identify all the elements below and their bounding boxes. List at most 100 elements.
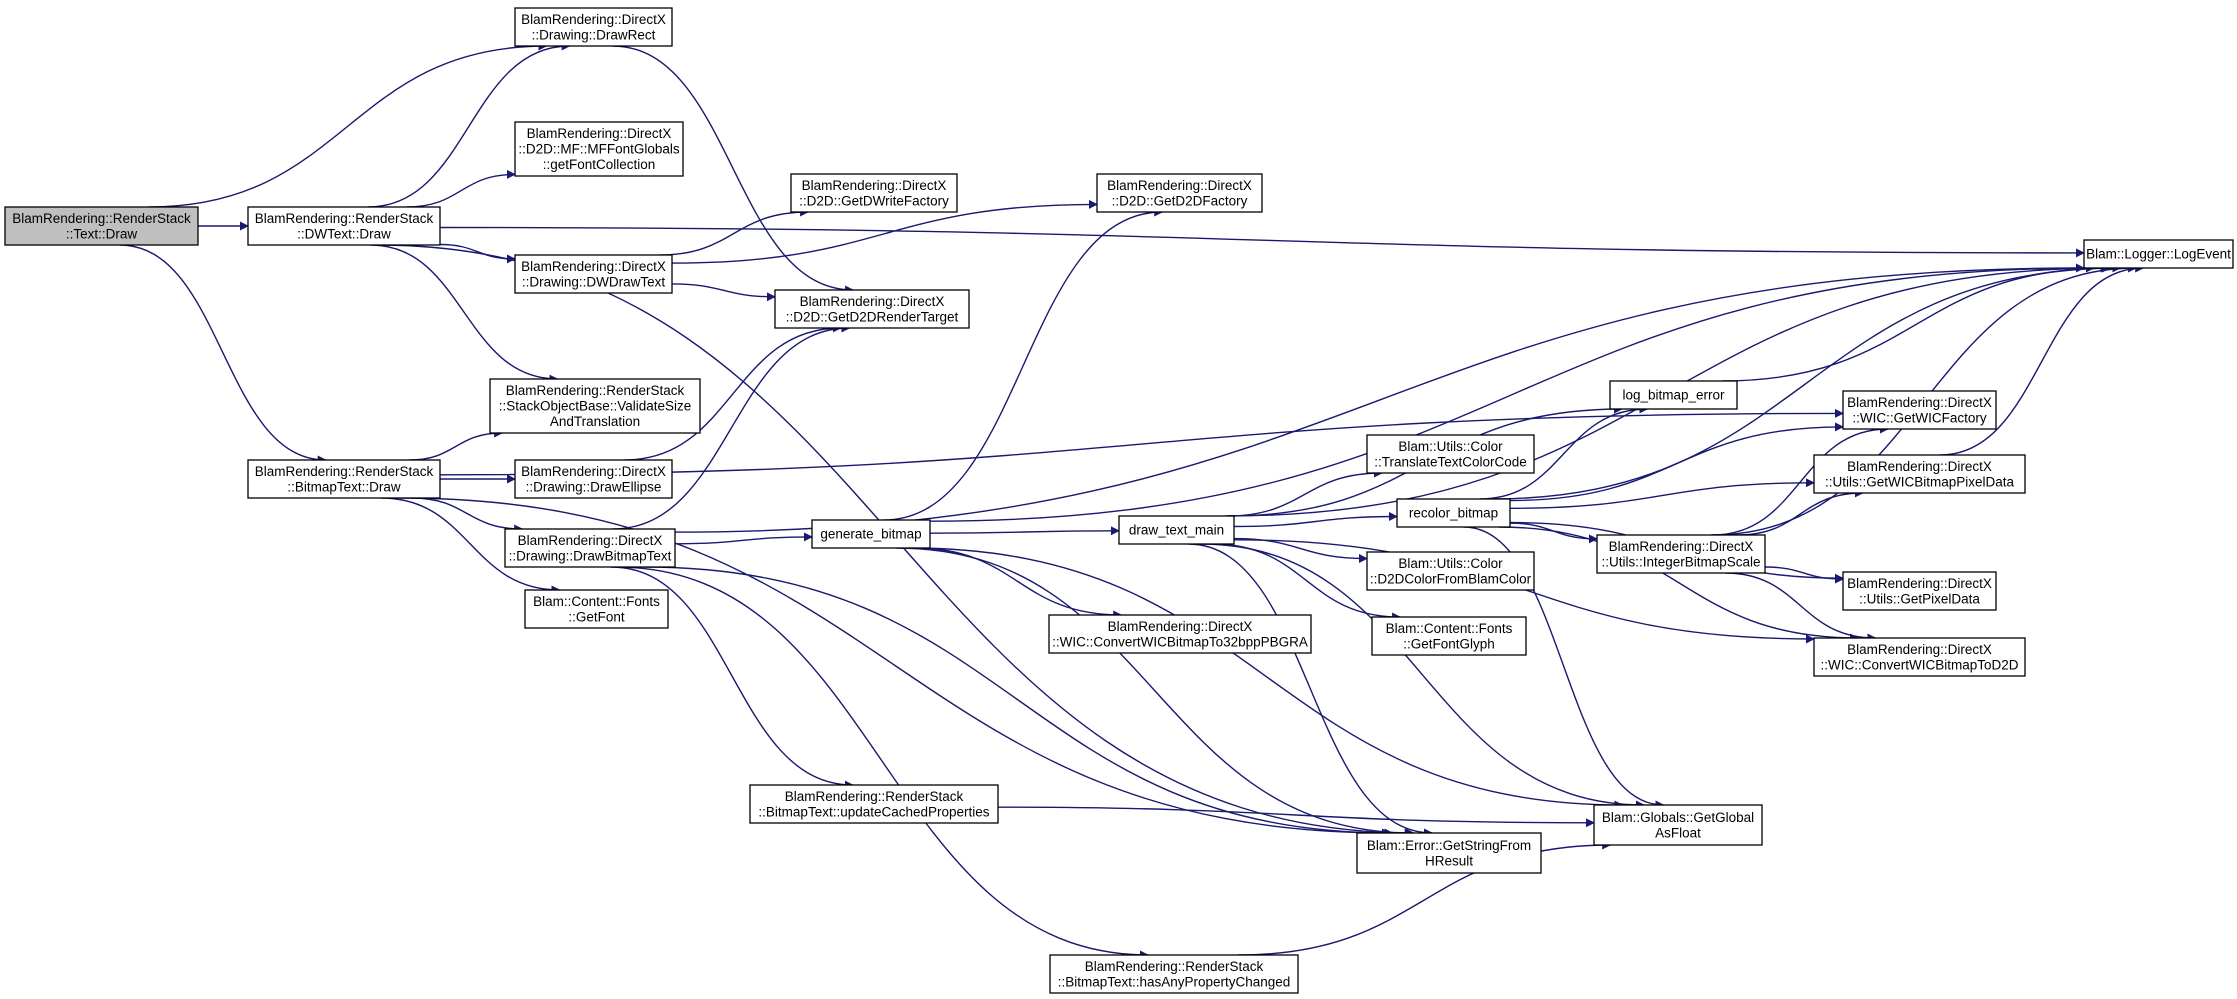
node-box — [514, 254, 673, 294]
node-log-bitmap-error[interactable]: log_bitmap_error — [1609, 380, 1738, 410]
node-d2d-color[interactable]: Blam::Utils::Color::D2DColorFromBlamColo… — [1366, 551, 1535, 591]
node-validate-size[interactable]: BlamRendering::RenderStack::StackObjectB… — [489, 378, 701, 434]
edge-generate_bitmap-to-get_d2d_factory — [883, 207, 1164, 521]
node-label-line: BlamRendering::DirectX — [800, 294, 945, 309]
node-box — [514, 459, 673, 499]
node-label-line: BlamRendering::DirectX — [802, 178, 947, 193]
node-dwtext-draw[interactable]: BlamRendering::RenderStack::DWText::Draw — [247, 206, 441, 246]
edge-update_cached-to-get_global_float — [997, 806, 1595, 828]
node-label-line: Blam::Content::Fonts — [1386, 621, 1513, 636]
node-box — [247, 459, 441, 499]
node-get-font[interactable]: Blam::Content::Fonts::GetFont — [524, 589, 669, 629]
node-generate-bitmap[interactable]: generate_bitmap — [811, 519, 931, 549]
edge-draw_ellipse-to-get_d2d_render_target — [624, 323, 842, 461]
node-label-line: BlamRendering::DirectX — [521, 12, 666, 27]
edge-bitmaptext_draw-to-get_string_hresult — [400, 497, 1391, 838]
edge-text_draw-to-draw_rect — [148, 41, 548, 208]
node-label-line: ::WIC::ConvertWICBitmapToD2D — [1820, 657, 2018, 672]
node-label-line: BlamRendering::DirectX — [1847, 642, 1992, 657]
node-label-line: BlamRendering::DirectX — [1847, 395, 1992, 410]
node-get-font-glyph[interactable]: Blam::Content::Fonts::GetFontGlyph — [1371, 616, 1527, 656]
edge-generate_bitmap-to-get_global_float — [909, 547, 1624, 810]
node-draw-text-main[interactable]: draw_text_main — [1118, 515, 1235, 545]
node-label-line: log_bitmap_error — [1622, 388, 1725, 403]
node-label-line: ::Utils::GetWICBitmapPixelData — [1825, 474, 2015, 489]
node-label-line: BlamRendering::DirectX — [521, 259, 666, 274]
edge-draw_text_main-to-recolor_bitmap — [1233, 512, 1398, 528]
node-convert-32bpp[interactable]: BlamRendering::DirectX::WIC::ConvertWICB… — [1048, 614, 1312, 654]
node-box — [247, 206, 441, 246]
edge-draw_text_main-to-get_string_hresult — [1188, 543, 1433, 838]
node-box — [790, 173, 958, 213]
node-box — [1813, 454, 2026, 494]
edge-generate_bitmap-to-get_string_hresult — [896, 547, 1414, 838]
node-label-line: ::Drawing::DrawEllipse — [526, 479, 662, 494]
node-draw-bitmap-text[interactable]: BlamRendering::DirectX::Drawing::DrawBit… — [504, 528, 676, 568]
node-get-wic-factory[interactable]: BlamRendering::DirectX::WIC::GetWICFacto… — [1842, 390, 1997, 430]
edge-dwtext_draw-to-dw_draw_text — [439, 243, 516, 264]
edge-draw_bitmap_text-to-generate_bitmap — [674, 532, 813, 545]
node-bitmaptext-draw[interactable]: BlamRendering::RenderStack::BitmapText::… — [247, 459, 441, 499]
node-label-line: Blam::Utils::Color — [1398, 556, 1503, 571]
edge-has_any_changed-to-get_global_float — [1238, 840, 1612, 956]
node-label-line: ::Text::Draw — [66, 226, 138, 241]
edge-draw_bitmap_text-to-log_event — [674, 263, 2085, 533]
node-box — [1366, 434, 1535, 474]
edge-dw_draw_text-to-get_d2d_factory — [671, 199, 1098, 264]
edge-draw_text_main-to-get_global_float — [1200, 543, 1645, 810]
node-label-line: Blam::Utils::Color — [1398, 439, 1503, 454]
node-label-line: ::Utils::IntegerBitmapScale — [1601, 554, 1760, 569]
node-label-line: ::WIC::GetWICFactory — [1852, 410, 1987, 425]
node-label-line: ::Drawing::DrawRect — [532, 27, 656, 42]
node-get-wic-pixel-data[interactable]: BlamRendering::DirectX::Utils::GetWICBit… — [1813, 454, 2026, 494]
call-edges — [119, 41, 2145, 960]
node-text-draw[interactable]: BlamRendering::RenderStack::Text::Draw — [4, 206, 199, 246]
node-get-d2d-factory[interactable]: BlamRendering::DirectX::D2D::GetD2DFacto… — [1096, 173, 1263, 213]
node-update-cached[interactable]: BlamRendering::RenderStack::BitmapText::… — [749, 784, 999, 824]
edge-integer_scale-to-get_pixel_data — [1764, 566, 1844, 584]
node-box — [1842, 390, 1997, 430]
edge-draw_bitmap_text-to-get_string_hresult — [643, 566, 1394, 838]
edge-recolor_bitmap-to-get_wic_pixel_data — [1509, 478, 1815, 509]
edge-draw_bitmap_text-to-get_d2d_render_target — [612, 323, 851, 530]
node-recolor-bitmap[interactable]: recolor_bitmap — [1396, 498, 1511, 528]
node-box — [1596, 534, 1766, 574]
node-font-collection[interactable]: BlamRendering::DirectX::D2D::MF::MFFontG… — [514, 121, 684, 177]
node-box — [2083, 239, 2234, 269]
edge-dw_draw_text-to-get_dwrite_factory — [659, 207, 810, 256]
node-draw-rect[interactable]: BlamRendering::DirectX::Drawing::DrawRec… — [514, 7, 673, 47]
node-box — [1396, 498, 1511, 528]
function-nodes: BlamRendering::RenderStack::Text::DrawBl… — [4, 7, 2234, 994]
edge-recolor_bitmap-to-log_event — [1491, 263, 2122, 500]
node-dw-draw-text[interactable]: BlamRendering::DirectX::Drawing::DWDrawT… — [514, 254, 673, 294]
node-box — [514, 7, 673, 47]
edge-get_wic_pixel_data-to-log_event — [1940, 263, 2145, 456]
edge-generate_bitmap-to-draw_text_main — [929, 526, 1120, 536]
node-label-line: Blam::Error::GetStringFrom — [1367, 838, 1531, 853]
node-box — [1609, 380, 1738, 410]
node-label-line: ::D2D::GetD2DFactory — [1112, 193, 1248, 208]
node-label-line: AndTranslation — [550, 414, 640, 429]
edge-draw_bitmap_text-to-update_cached — [611, 566, 854, 790]
node-translate-color[interactable]: Blam::Utils::Color::TranslateTextColorCo… — [1366, 434, 1535, 474]
node-box — [1048, 614, 1312, 654]
node-label-line: BlamRendering::RenderStack — [785, 789, 964, 804]
node-draw-ellipse[interactable]: BlamRendering::DirectX::Drawing::DrawEll… — [514, 459, 673, 499]
node-get-pixel-data[interactable]: BlamRendering::DirectX::Utils::GetPixelD… — [1842, 571, 1997, 611]
node-get-dwrite-factory[interactable]: BlamRendering::DirectX::D2D::GetDWriteFa… — [790, 173, 958, 213]
node-label-line: ::GetFontGlyph — [1403, 636, 1495, 651]
node-label-line: Blam::Globals::GetGlobal — [1602, 810, 1754, 825]
node-label-line: ::StackObjectBase::ValidateSize — [499, 399, 692, 414]
node-get-d2d-render-target[interactable]: BlamRendering::DirectX::D2D::GetD2DRende… — [774, 289, 970, 329]
node-integer-scale[interactable]: BlamRendering::DirectX::Utils::IntegerBi… — [1596, 534, 1766, 574]
node-label-line: BlamRendering::DirectX — [1609, 539, 1754, 554]
node-box — [1096, 173, 1263, 213]
node-label-line: ::WIC::ConvertWICBitmapTo32bppPBGRA — [1052, 634, 1308, 649]
node-log-event[interactable]: Blam::Logger::LogEvent — [2083, 239, 2234, 269]
node-box — [524, 589, 669, 629]
node-has-any-changed[interactable]: BlamRendering::RenderStack::BitmapText::… — [1049, 954, 1299, 994]
edge-dw_draw_text-to-get_d2d_render_target — [671, 283, 776, 302]
node-convert-d2d[interactable]: BlamRendering::DirectX::WIC::ConvertWICB… — [1813, 637, 2026, 677]
